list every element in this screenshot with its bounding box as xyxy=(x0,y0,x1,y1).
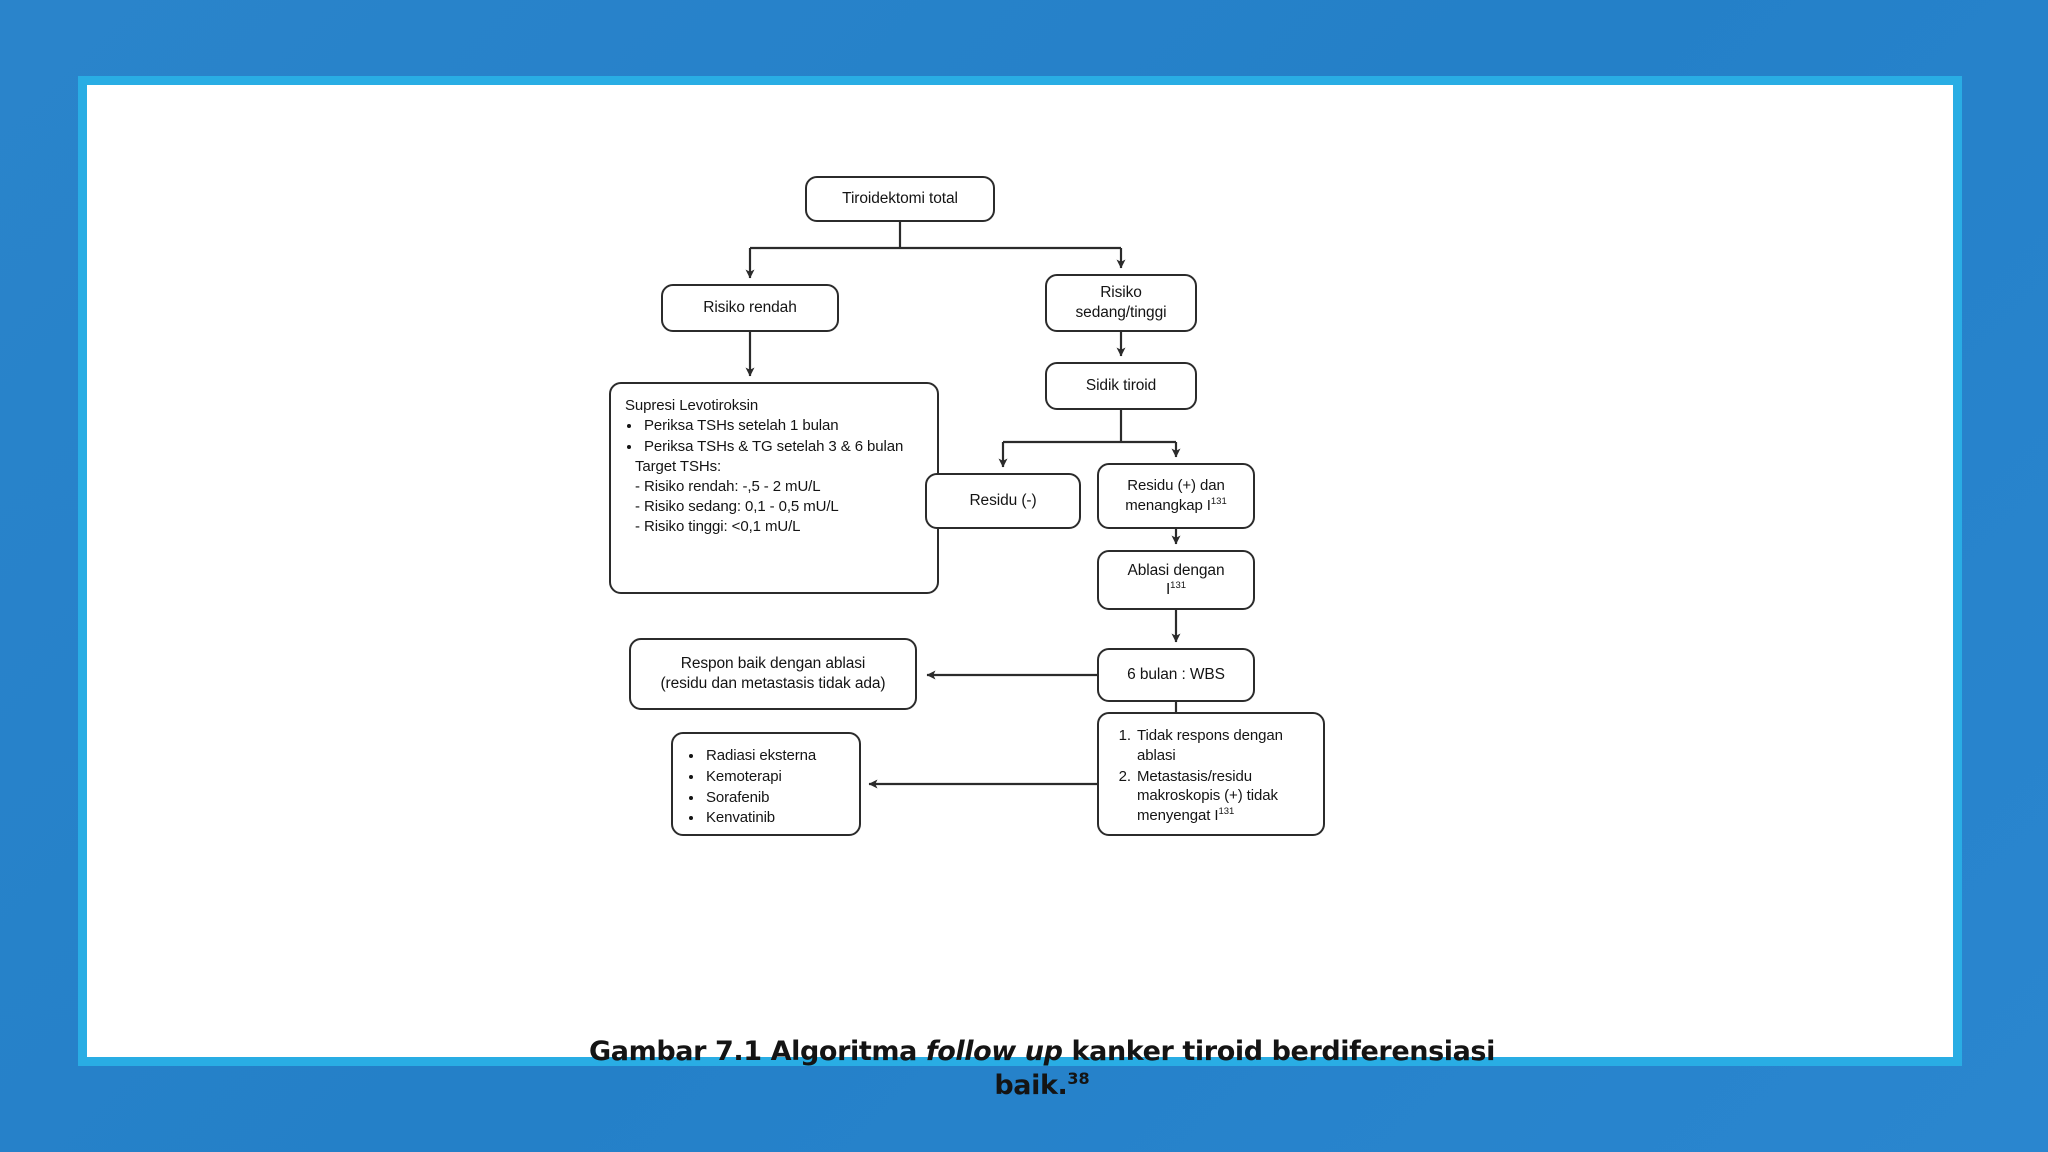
supresi-title: Supresi Levotiroksin xyxy=(625,397,759,414)
node-ablasi-dengan-i131: Ablasi dengan I131 xyxy=(1097,550,1255,610)
node-residu-positif-menangkap-i131: Residu (+) dan menangkap I131 xyxy=(1097,463,1255,529)
node-risiko-sedang-tinggi: Risiko sedang/tinggi xyxy=(1045,274,1197,332)
node-label: Respon baik dengan ablasi (residu dan me… xyxy=(641,654,905,695)
isotope-superscript: 131 xyxy=(1210,496,1227,507)
node-respon-baik-dengan-ablasi: Respon baik dengan ablasi (residu dan me… xyxy=(629,638,917,710)
list-item-line-1: Metastasis/residu xyxy=(1137,767,1253,785)
node-label-line-1: Respon baik dengan ablasi xyxy=(680,654,866,672)
node-label-line-1: Residu (+) dan xyxy=(1127,477,1225,495)
node-content: Tidak respons dengan ablasi Metastasis/r… xyxy=(1113,726,1309,827)
flowchart-figure: Tiroidektomi total Risiko rendah Risiko … xyxy=(537,160,1547,1030)
list-item-line-2: makroskopis (+) tidak xyxy=(1137,787,1278,805)
terapi-bullet-list: Radiasi eksterna Kemoterapi Sorafenib Ke… xyxy=(687,746,845,828)
list-item-line-3: menyengat I131 xyxy=(1137,806,1235,825)
node-content: Radiasi eksterna Kemoterapi Sorafenib Ke… xyxy=(687,746,845,829)
node-label-line-2: menangkap I131 xyxy=(1125,496,1227,514)
node-sidik-tiroid: Sidik tiroid xyxy=(1045,362,1197,410)
list-item: Tidak respons dengan ablasi xyxy=(1135,726,1309,766)
node-label: Residu (+) dan menangkap I131 xyxy=(1109,476,1243,516)
supresi-target-title: Target TSHs: xyxy=(635,458,722,476)
list-item: Radiasi eksterna xyxy=(704,746,845,766)
supresi-target-2: - Risiko sedang: 0,1 - 0,5 mU/L xyxy=(635,497,839,515)
caption-prefix: Gambar 7.1 Algoritma xyxy=(589,1036,926,1067)
node-label: Risiko sedang/tinggi xyxy=(1057,283,1185,324)
node-label: 6 bulan : WBS xyxy=(1127,665,1225,683)
supresi-target-3: - Risiko tinggi: <0,1 mU/L xyxy=(635,517,801,535)
isotope-superscript: 131 xyxy=(1218,806,1235,818)
node-label-line-1: Risiko xyxy=(1100,283,1142,301)
list-item: Periksa TSHs setelah 1 bulan xyxy=(642,416,923,436)
node-label-line-1: Ablasi dengan xyxy=(1127,561,1225,579)
caption-suffix: kanker tiroid berdiferensiasi baik. xyxy=(994,1036,1495,1102)
node-content: Supresi Levotiroksin Periksa TSHs setela… xyxy=(625,396,923,537)
figure-caption: Gambar 7.1 Algoritma follow up kanker ti… xyxy=(537,1035,1547,1103)
list-item: Sorafenib xyxy=(704,788,845,808)
list-item: Periksa TSHs & TG setelah 3 & 6 bulan xyxy=(642,437,923,457)
list-item: Kenvatinib xyxy=(704,808,845,828)
list-item: Metastasis/residu makroskopis (+) tidak … xyxy=(1135,767,1309,826)
node-label: Sidik tiroid xyxy=(1085,376,1157,394)
node-label-line-2: sedang/tinggi xyxy=(1075,304,1167,321)
isotope-superscript: 131 xyxy=(1170,579,1187,591)
supresi-target-1: - Risiko rendah: -,5 - 2 mU/L xyxy=(635,478,821,496)
node-risiko-rendah: Risiko rendah xyxy=(661,284,839,332)
node-label: Residu (-) xyxy=(969,491,1037,509)
node-tiroidektomi-total: Tiroidektomi total xyxy=(805,176,995,222)
supresi-bullet-list: Periksa TSHs setelah 1 bulan Periksa TSH… xyxy=(625,416,923,457)
node-residu-negatif: Residu (-) xyxy=(925,473,1081,529)
node-label-line-2: I131 xyxy=(1165,579,1187,599)
caption-italic-term: follow up xyxy=(925,1036,1063,1067)
blue-frame-border: Tiroidektomi total Risiko rendah Risiko … xyxy=(78,76,1962,1101)
node-terapi-lanjutan: Radiasi eksterna Kemoterapi Sorafenib Ke… xyxy=(671,732,861,836)
caption-reference: 38 xyxy=(1067,1069,1090,1089)
list-item: Kemoterapi xyxy=(704,767,845,787)
node-label: Tiroidektomi total xyxy=(842,189,958,207)
tidak-respon-numbered-list: Tidak respons dengan ablasi Metastasis/r… xyxy=(1113,726,1309,826)
node-tidak-respons-metastasis: Tidak respons dengan ablasi Metastasis/r… xyxy=(1097,712,1325,836)
document-page: Tiroidektomi total Risiko rendah Risiko … xyxy=(87,85,1953,1101)
node-6-bulan-wbs: 6 bulan : WBS xyxy=(1097,648,1255,702)
node-label-line-2: (residu dan metastasis tidak ada) xyxy=(660,675,886,692)
node-label: Risiko rendah xyxy=(703,298,797,316)
node-supresi-levotiroksin: Supresi Levotiroksin Periksa TSHs setela… xyxy=(609,382,939,594)
node-label: Ablasi dengan I131 xyxy=(1109,561,1243,600)
